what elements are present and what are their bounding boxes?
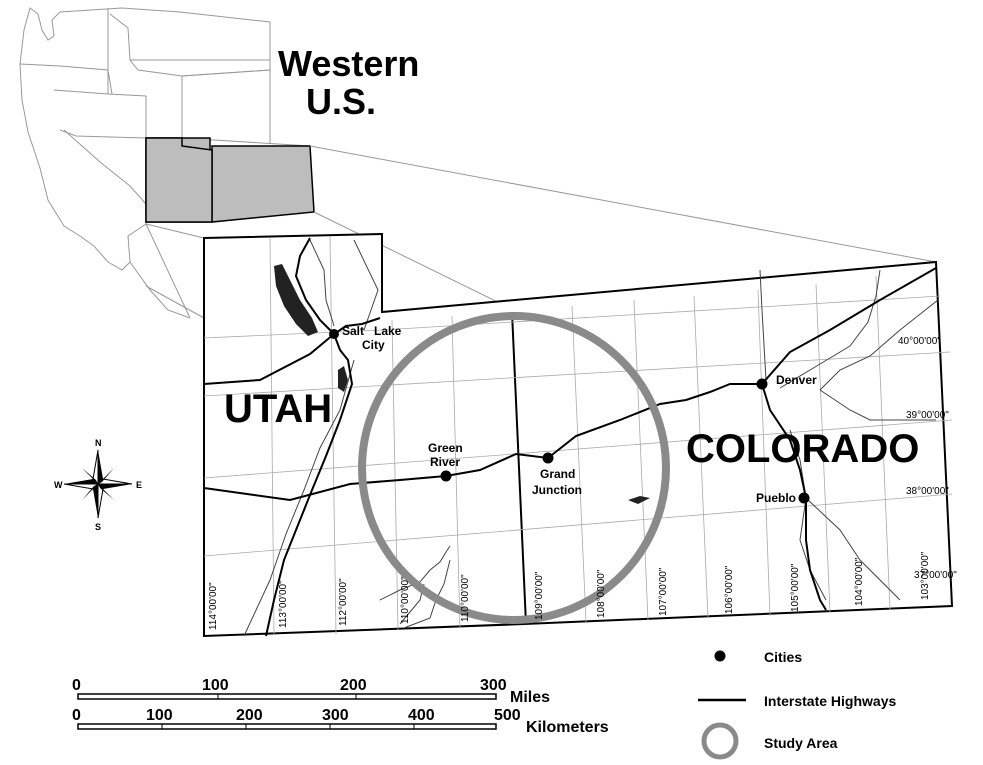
denver-dot [756, 378, 768, 390]
salt-lake-city-label-3: City [362, 338, 385, 352]
lon-label-103: 103°00'00" [920, 551, 931, 600]
zoom-connector-lines [145, 145, 937, 319]
salt-lake-city-label-2: Lake [374, 324, 402, 338]
km-tick-400: 400 [408, 707, 435, 724]
rivers [243, 239, 939, 637]
lon-label-109: 109°00'00" [534, 571, 545, 620]
legend: Cities Interstate Highways Study Area [698, 649, 896, 760]
reservoir [628, 496, 650, 504]
utah-colorado-border [511, 311, 527, 625]
lat-label-37: 37°00'00" [914, 570, 957, 581]
city-markers [329, 329, 810, 504]
lat-label-38: 38°00'00" [906, 486, 949, 497]
salt-lake-city-dot [329, 329, 339, 339]
km-tick-500: 500 [494, 707, 521, 724]
legend-cities-label: Cities [764, 649, 802, 665]
grand-junction-label-1: Grand [540, 467, 575, 481]
lon-label-104: 104°00'00" [854, 557, 865, 606]
great-salt-lake [274, 264, 318, 336]
lon-label-107: 107°00'00" [658, 567, 669, 616]
miles-tick-0: 0 [72, 677, 81, 694]
utah-label: UTAH [224, 387, 332, 431]
inset-title-line1: Western [278, 43, 419, 84]
miles-tick-200: 200 [340, 677, 367, 694]
compass-e: E [136, 480, 142, 490]
lon-label-112: 112°00'00" [338, 578, 349, 626]
scale-bars: 0 100 200 300 Miles 0 100 200 300 400 50… [72, 677, 609, 736]
green-river-label-1: Green [428, 441, 463, 455]
lon-label-105: 105°00'00" [790, 563, 801, 612]
km-unit-label: Kilometers [526, 719, 609, 736]
lon-label-113: 113°00'00" [278, 580, 289, 628]
green-river-label-2: River [430, 455, 460, 469]
compass-w: W [54, 480, 63, 490]
denver-label: Denver [776, 373, 817, 387]
miles-unit-label: Miles [510, 689, 550, 706]
main-map: Salt Lake City Denver Green River Grand … [203, 232, 957, 638]
compass-rose-icon [63, 449, 133, 519]
pueblo-dot [798, 492, 810, 504]
legend-highways-label: Interstate Highways [764, 693, 896, 709]
grand-junction-dot [542, 452, 554, 464]
compass-n: N [95, 438, 102, 448]
study-area-ring [358, 312, 670, 624]
inset-title-line2: U.S. [306, 81, 376, 122]
miles-tick-300: 300 [480, 677, 507, 694]
legend-study-area-label: Study Area [764, 735, 838, 751]
legend-study-area-icon [701, 722, 739, 760]
legend-cities-icon [714, 650, 726, 662]
lon-label-106: 106°00'00" [724, 565, 735, 614]
west-coast-outline [19, 7, 271, 271]
lat-label-40: 40°00'00" [898, 336, 941, 347]
grand-junction-label-2: Junction [532, 483, 582, 497]
lon-label-108: 108°00'00" [596, 569, 607, 618]
km-tick-300: 300 [322, 707, 349, 724]
lon-label-111: 110°00'00" [400, 576, 411, 624]
lon-label-110: 110°00'00" [460, 574, 471, 622]
colorado-inset-highlight [211, 145, 315, 223]
compass-s: S [95, 522, 101, 532]
colorado-label: COLORADO [686, 427, 919, 471]
pueblo-label: Pueblo [756, 491, 796, 505]
km-tick-200: 200 [236, 707, 263, 724]
miles-tick-100: 100 [202, 677, 229, 694]
green-river-dot [440, 470, 452, 482]
lon-label-114: 114°00'00" [208, 582, 219, 630]
utah-lake [338, 366, 348, 392]
miles-bar [77, 693, 497, 700]
km-tick-100: 100 [146, 707, 173, 724]
utah-shape [145, 137, 213, 223]
km-bar [77, 723, 497, 730]
salt-lake-city-label-1: Salt [342, 324, 364, 338]
lat-label-39: 39°00'00" [906, 410, 949, 421]
km-tick-0: 0 [72, 707, 81, 724]
